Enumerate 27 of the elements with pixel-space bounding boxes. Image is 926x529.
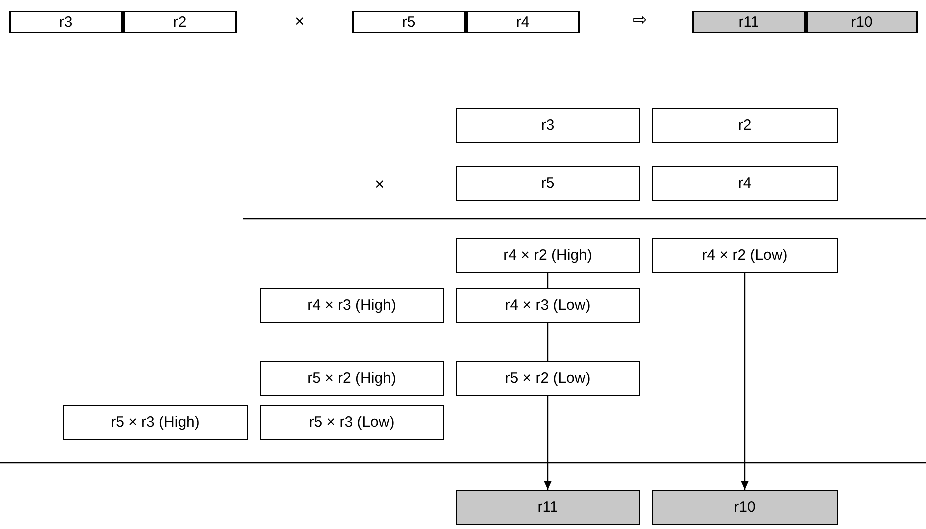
partial-product-box: r4 × r3 (Low) (456, 288, 640, 323)
multiply-sign: × (375, 175, 385, 195)
partial-product-box: r4 × r3 (High) (260, 288, 444, 323)
result-register-cell: r10 (806, 11, 918, 33)
result-box: r11 (456, 490, 640, 525)
register-cell: r2 (123, 11, 237, 33)
arrow (544, 396, 552, 490)
register-cell: r4 (466, 11, 580, 33)
partial-product-box: r5 × r3 (Low) (260, 405, 444, 440)
operand-box: r3 (456, 108, 640, 143)
partial-product-box: r5 × r2 (High) (260, 361, 444, 396)
result-register-cell: r11 (692, 11, 806, 33)
connector-line (547, 273, 549, 288)
partial-product-box: r5 × r2 (Low) (456, 361, 640, 396)
partial-product-box: r4 × r2 (Low) (652, 238, 838, 273)
implies-arrow-sign: ⇨ (633, 10, 647, 30)
connector-line (547, 323, 549, 361)
result-box: r10 (652, 490, 838, 525)
register-cell: r3 (9, 11, 123, 33)
operand-box: r2 (652, 108, 838, 143)
register-cell: r5 (352, 11, 466, 33)
operand-box: r4 (652, 166, 838, 201)
operand-box: r5 (456, 166, 640, 201)
partial-product-box: r5 × r3 (High) (63, 405, 248, 440)
multiply-sign: × (295, 12, 305, 32)
partial-product-box: r4 × r2 (High) (456, 238, 640, 273)
arrow (741, 273, 749, 490)
